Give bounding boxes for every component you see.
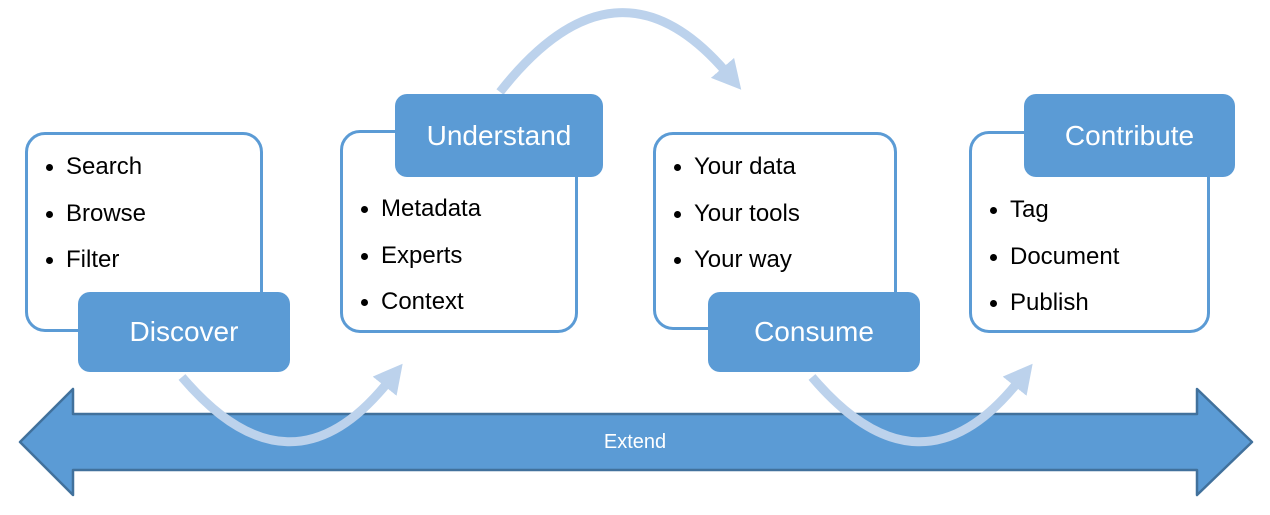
contribute-list: Tag Document Publish	[972, 187, 1207, 327]
list-item: Your tools	[694, 191, 894, 238]
list-item: Context	[381, 279, 575, 326]
arc-arrow-consume-to-contribute	[808, 363, 1033, 447]
list-item: Your data	[694, 144, 894, 191]
understand-list: Metadata Experts Context	[343, 186, 575, 326]
discover-list: Search Browse Filter	[28, 144, 260, 284]
list-item: Document	[1010, 234, 1207, 281]
extend-arrow-shape	[18, 387, 1254, 497]
arc-arrow-discover-to-understand	[178, 363, 403, 447]
list-item: Metadata	[381, 186, 575, 233]
arc-arrow-understand-to-consume	[496, 8, 742, 95]
list-item: Browse	[66, 191, 260, 238]
list-item: Filter	[66, 237, 260, 284]
consume-list: Your data Your tools Your way	[656, 144, 894, 284]
list-item: Search	[66, 144, 260, 191]
consume-step-label: Consume	[708, 292, 920, 372]
list-item: Your way	[694, 237, 894, 284]
discover-step-label: Discover	[78, 292, 290, 372]
list-item: Experts	[381, 233, 575, 280]
understand-step-label: Understand	[395, 94, 603, 177]
list-item: Publish	[1010, 280, 1207, 327]
contribute-step-label: Contribute	[1024, 94, 1235, 177]
list-item: Tag	[1010, 187, 1207, 234]
